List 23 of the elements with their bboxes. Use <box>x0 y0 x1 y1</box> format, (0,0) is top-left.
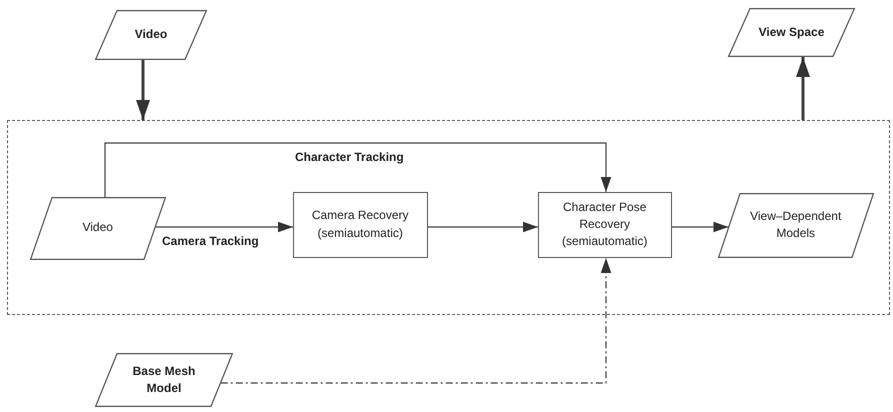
process-box <box>292 192 428 258</box>
node-label: Camera Recovery (semiautomatic) <box>310 207 410 242</box>
data-parallelogram <box>95 353 233 407</box>
arrow <box>156 222 293 232</box>
arrow <box>136 60 150 120</box>
arrow <box>796 57 810 120</box>
node-label: View–Dependent Models <box>749 208 842 242</box>
node-label: View Space <box>758 24 826 41</box>
node-label: Character Pose Recovery (semiautomatic) <box>561 198 648 250</box>
node-label: Base Mesh Model <box>132 362 196 397</box>
dashed-boundary-box <box>7 120 890 315</box>
data-parallelogram <box>728 8 855 57</box>
process-box <box>538 192 672 258</box>
data-parallelogram <box>718 192 874 258</box>
node-label: Video <box>81 219 114 236</box>
edge-label: Character Tracking <box>293 150 406 164</box>
node-label: Video <box>134 26 168 44</box>
arrow <box>672 222 728 232</box>
dash-dot-arrow <box>220 258 612 384</box>
edge-label: Camera Tracking <box>160 234 261 248</box>
arrow <box>428 222 538 232</box>
arrow <box>104 142 612 197</box>
data-parallelogram <box>95 10 207 60</box>
